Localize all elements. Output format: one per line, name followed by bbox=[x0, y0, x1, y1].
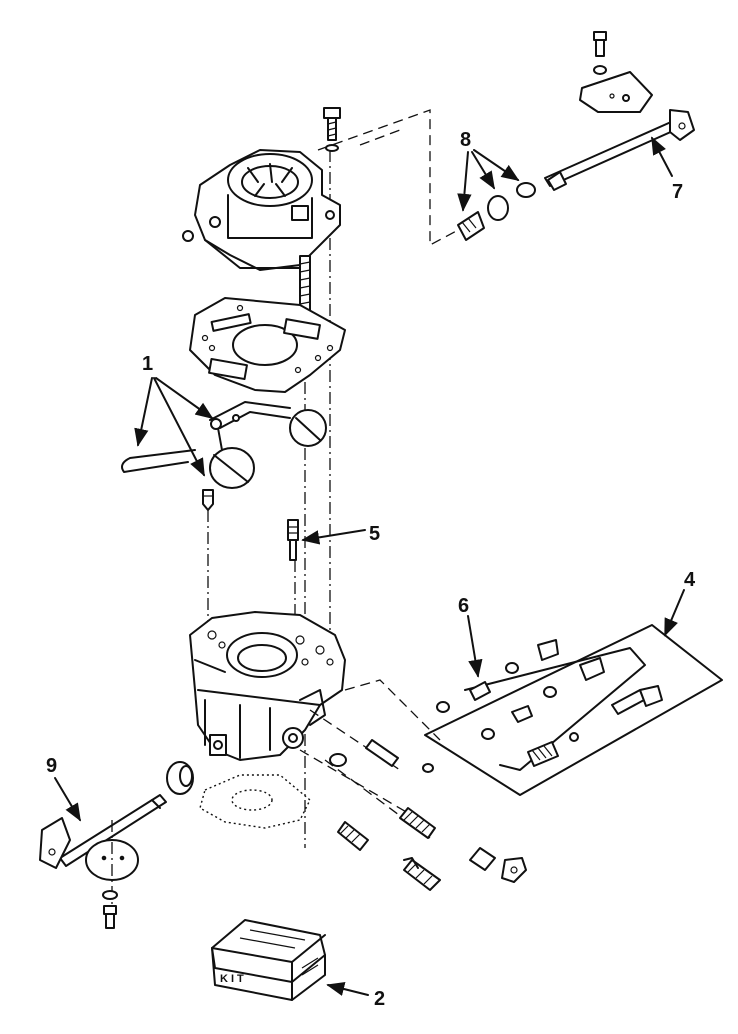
callout-arrows bbox=[54, 136, 685, 996]
jet-kit-panel bbox=[344, 624, 723, 796]
choke-plate bbox=[579, 71, 653, 113]
main-jet-seat bbox=[287, 519, 299, 561]
callout-8: 8 bbox=[460, 129, 471, 151]
callout-2: 2 bbox=[374, 988, 385, 1010]
choke-small-parts bbox=[457, 171, 567, 241]
choke-shaft bbox=[544, 109, 695, 187]
callout-1: 1 bbox=[142, 353, 153, 375]
repair-kit-box: KIT bbox=[211, 919, 326, 1001]
callout-9: 9 bbox=[46, 755, 57, 777]
air-horn-screw bbox=[323, 107, 341, 152]
float-pin bbox=[121, 449, 196, 473]
air-horn-gasket bbox=[189, 297, 346, 393]
throttle-bushing bbox=[166, 761, 194, 795]
air-horn bbox=[182, 149, 341, 271]
throttle-screw bbox=[102, 890, 118, 929]
carburetor-body bbox=[189, 611, 346, 761]
float-assembly bbox=[209, 401, 327, 489]
kit-label: KIT bbox=[220, 973, 247, 985]
choke-screw bbox=[593, 31, 607, 75]
callout-4: 4 bbox=[684, 569, 696, 591]
flange-gasket bbox=[199, 774, 311, 829]
needle-valve bbox=[202, 489, 214, 511]
callout-6: 6 bbox=[458, 595, 469, 617]
callout-labels: 1 2 4 5 6 7 8 9 bbox=[46, 129, 696, 1010]
callout-5: 5 bbox=[369, 523, 380, 545]
throttle-shaft bbox=[39, 794, 167, 869]
callout-7: 7 bbox=[672, 181, 683, 203]
idle-mixture-parts bbox=[299, 709, 527, 891]
